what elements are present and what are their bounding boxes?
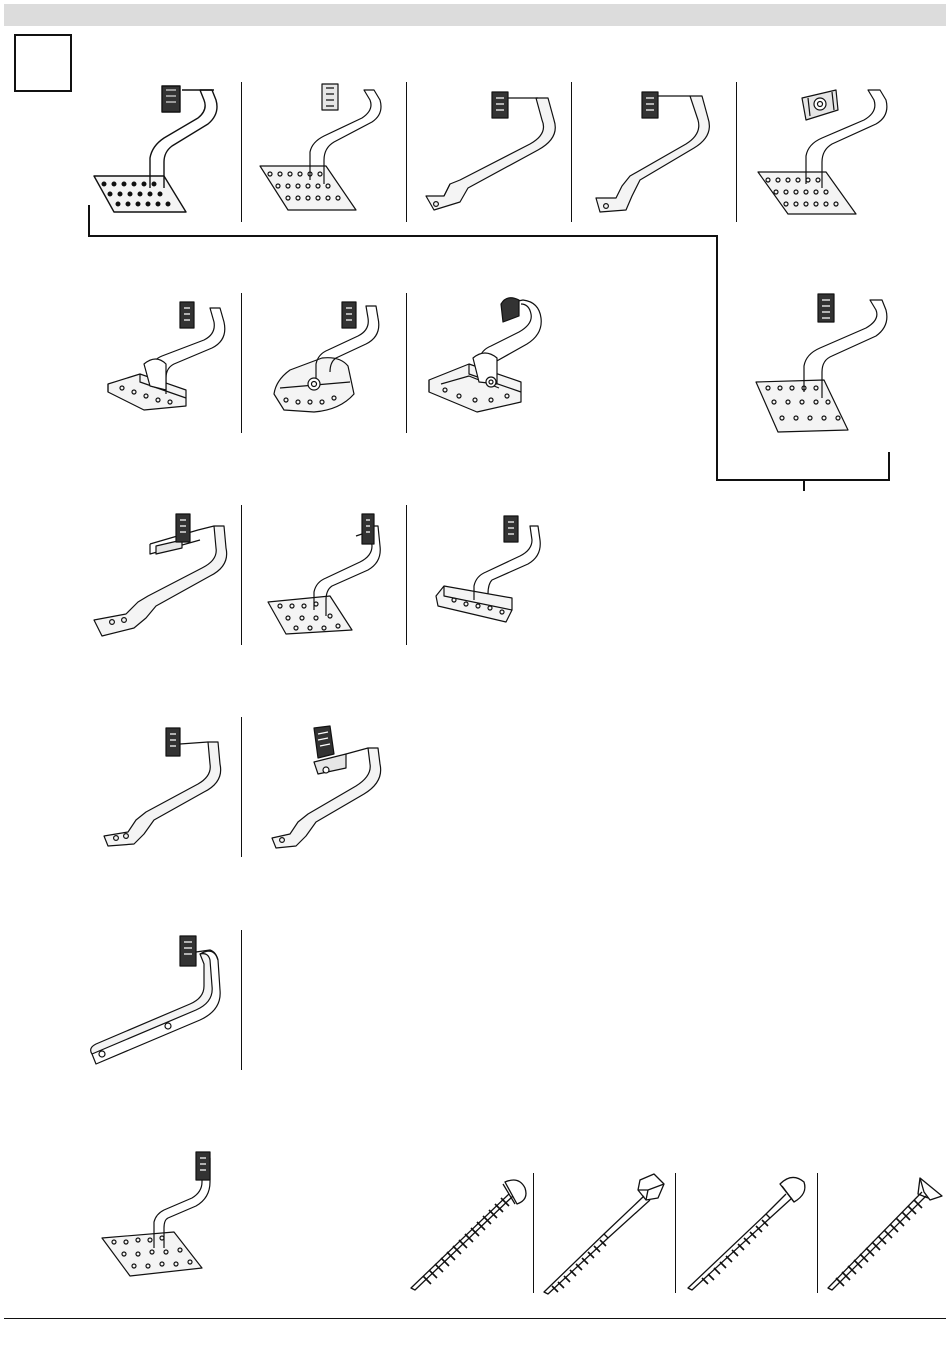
separator	[241, 505, 242, 645]
separator	[533, 1173, 534, 1293]
roof-hook-perforated-base-icon	[98, 1148, 238, 1288]
connector-rise-right	[888, 452, 890, 481]
roof-hook-perforated-base-icon	[82, 80, 232, 220]
connector-line-vertical	[716, 235, 718, 481]
separator	[406, 293, 407, 433]
separator	[817, 1173, 818, 1293]
roof-hook-slotted-arm-icon	[90, 510, 235, 640]
countersunk-screw-icon	[822, 1170, 947, 1295]
roof-hook-perforated-base-icon	[752, 290, 892, 440]
separator	[241, 717, 242, 857]
roof-hook-slotted-arm-icon	[268, 724, 398, 849]
roof-hook-swivel-base-icon	[425, 296, 555, 421]
roof-hook-slotted-arm-icon	[590, 80, 730, 220]
connector-line-top	[88, 235, 718, 237]
separator	[241, 930, 242, 1070]
connector-tick	[803, 479, 805, 491]
roof-hook-bolt-clamp-icon	[752, 80, 902, 220]
bottom-rule	[4, 1318, 946, 1319]
separator	[675, 1173, 676, 1293]
separator	[736, 82, 737, 222]
step-number	[16, 36, 70, 90]
pan-head-screw-icon	[682, 1170, 810, 1295]
step-number-box	[14, 34, 72, 92]
roof-hook-slotted-arm-icon	[100, 724, 235, 849]
separator	[241, 82, 242, 222]
round-head-screw-icon	[405, 1170, 530, 1295]
header-band	[4, 4, 946, 26]
roof-hook-perforated-base-icon	[262, 510, 402, 640]
roof-hook-curved-base-icon	[270, 298, 400, 423]
roof-hook-perforated-base-icon	[252, 80, 402, 220]
roof-hook-slotted-arm-icon	[420, 80, 570, 220]
roof-hook-long-arm-icon	[88, 930, 236, 1070]
separator	[406, 82, 407, 222]
separator	[241, 293, 242, 433]
roof-hook-adjustable-base-icon	[104, 298, 234, 418]
roof-hook-angled-base-icon	[432, 510, 562, 640]
separator	[406, 505, 407, 645]
separator	[571, 82, 572, 222]
hex-head-screw-icon	[540, 1170, 670, 1295]
